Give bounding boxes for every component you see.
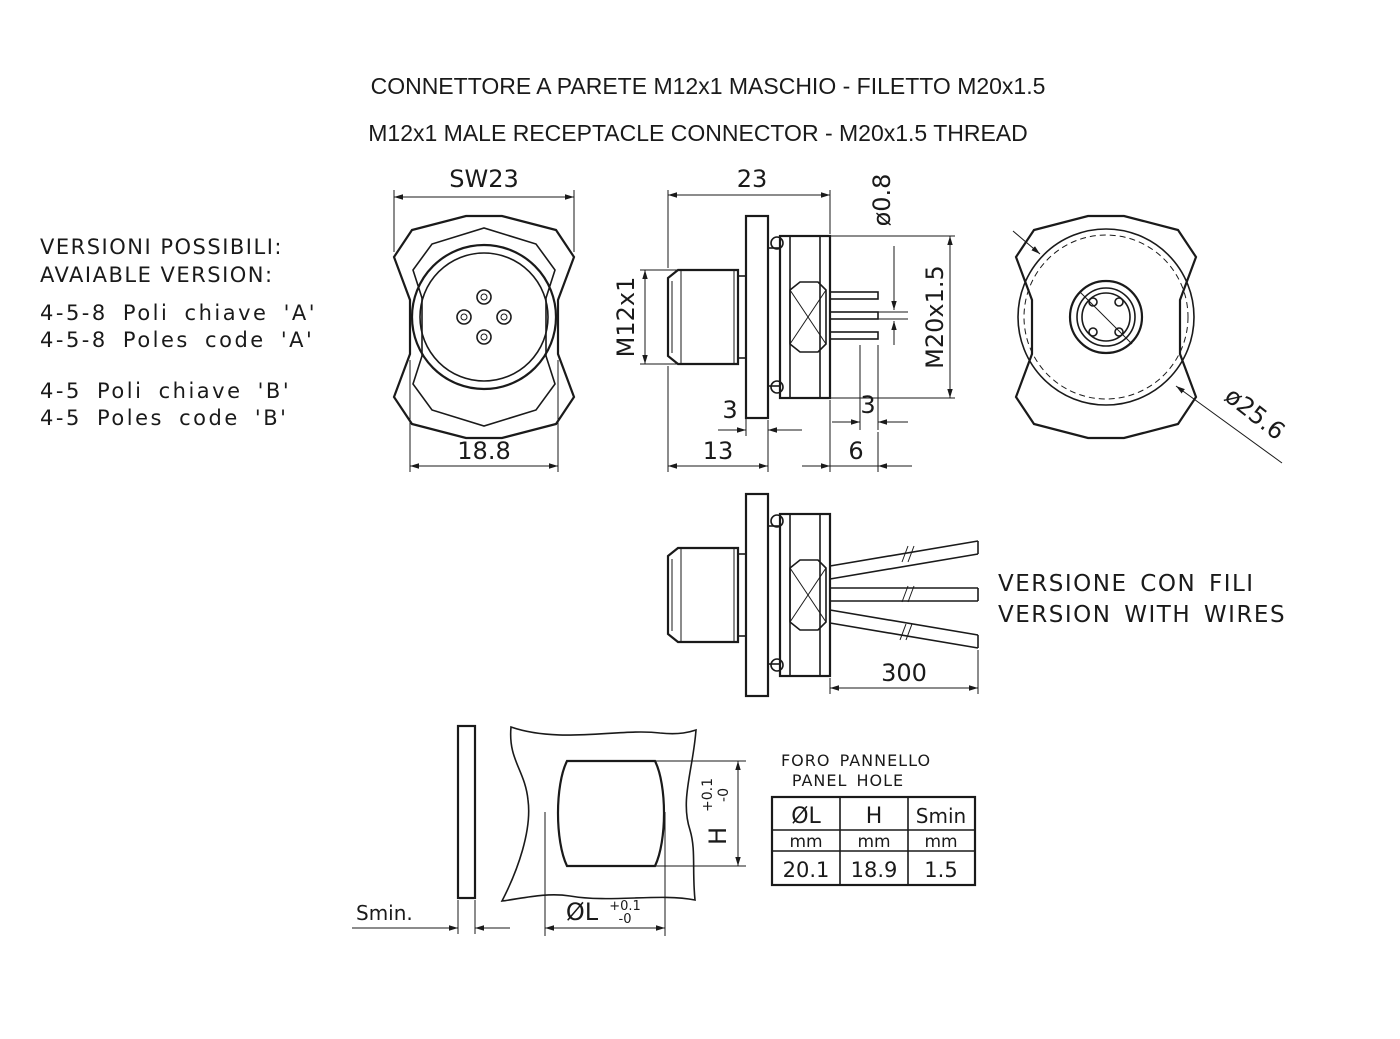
version-a-it: 4-5-8 Poli chiave 'A' <box>40 301 317 325</box>
front-dim-18-8: 18.8 <box>457 437 510 465</box>
panel-hole: Smin. H +0.1 -0 ØL +0.1 -0 FORO PANNELLO… <box>352 724 977 936</box>
version-b-en: 4-5 Poles code 'B' <box>40 406 288 430</box>
side-dim-pin-diameter: ø0.8 <box>868 174 896 227</box>
table-header-l: ØL <box>791 804 821 829</box>
side-dim-6: 6 <box>848 437 863 465</box>
table-unit-smin: mm <box>924 832 957 852</box>
versions-heading-it: VERSIONI POSSIBILI: <box>40 235 283 259</box>
table-unit-l: mm <box>789 832 822 852</box>
front-dim-sw23: SW23 <box>449 165 519 193</box>
table-value-h: 18.9 <box>851 858 898 882</box>
side-dim-pin-3: 3 <box>860 391 875 419</box>
wires-label-it: VERSIONE CON FILI <box>998 571 1255 597</box>
panel-dim-h-tol-plus: +0.1 <box>700 778 716 812</box>
rear-view: ø25.6 <box>1012 214 1290 464</box>
panel-dim-h: H <box>704 827 732 845</box>
side-dim-m20x1-5: M20x1.5 <box>921 265 949 369</box>
panel-dim-smin: Smin. <box>356 901 413 925</box>
version-b-it: 4-5 Poli chiave 'B' <box>40 379 291 403</box>
panel-dim-h-tol-minus: -0 <box>716 788 732 802</box>
side-dim-13: 13 <box>703 437 734 465</box>
title-italian: CONNETTORE A PARETE M12x1 MASCHIO - FILE… <box>371 73 1046 99</box>
panel-dim-l-tol-plus: +0.1 <box>609 899 641 914</box>
version-a-en: 4-5-8 Poles code 'A' <box>40 328 314 352</box>
table-unit-h: mm <box>857 832 890 852</box>
table-header-h: H <box>866 804 883 829</box>
wires-view: 300 VERSIONE CON FILI VERSION WITH WIRES <box>666 492 1286 698</box>
side-view: 23 ø0.8 M12x1 M20x1.5 3 3 13 <box>612 165 955 472</box>
wires-dim-300: 300 <box>881 659 927 687</box>
title-english: M12x1 MALE RECEPTACLE CONNECTOR - M20x1.… <box>368 120 1028 146</box>
side-dim-23: 23 <box>737 165 768 193</box>
panel-dim-l-tol-minus: -0 <box>619 912 632 927</box>
panel-title-en: PANEL HOLE <box>792 771 904 790</box>
panel-title-it: FORO PANNELLO <box>781 751 931 770</box>
side-dim-flange-3: 3 <box>722 396 737 424</box>
table-value-l: 20.1 <box>783 858 830 882</box>
table-value-smin: 1.5 <box>924 858 957 882</box>
panel-dim-l: ØL <box>566 898 599 926</box>
versions-block: VERSIONI POSSIBILI: AVAIABLE VERSION: 4-… <box>40 235 317 430</box>
versions-heading-en: AVAIABLE VERSION: <box>40 263 274 287</box>
rear-dim-25-6: ø25.6 <box>1219 382 1290 446</box>
wires-label-en: VERSION WITH WIRES <box>998 602 1286 628</box>
table-header-smin: Smin <box>916 804 966 828</box>
front-view: SW23 18.8 <box>392 165 576 472</box>
side-dim-m12x1: M12x1 <box>612 277 640 358</box>
